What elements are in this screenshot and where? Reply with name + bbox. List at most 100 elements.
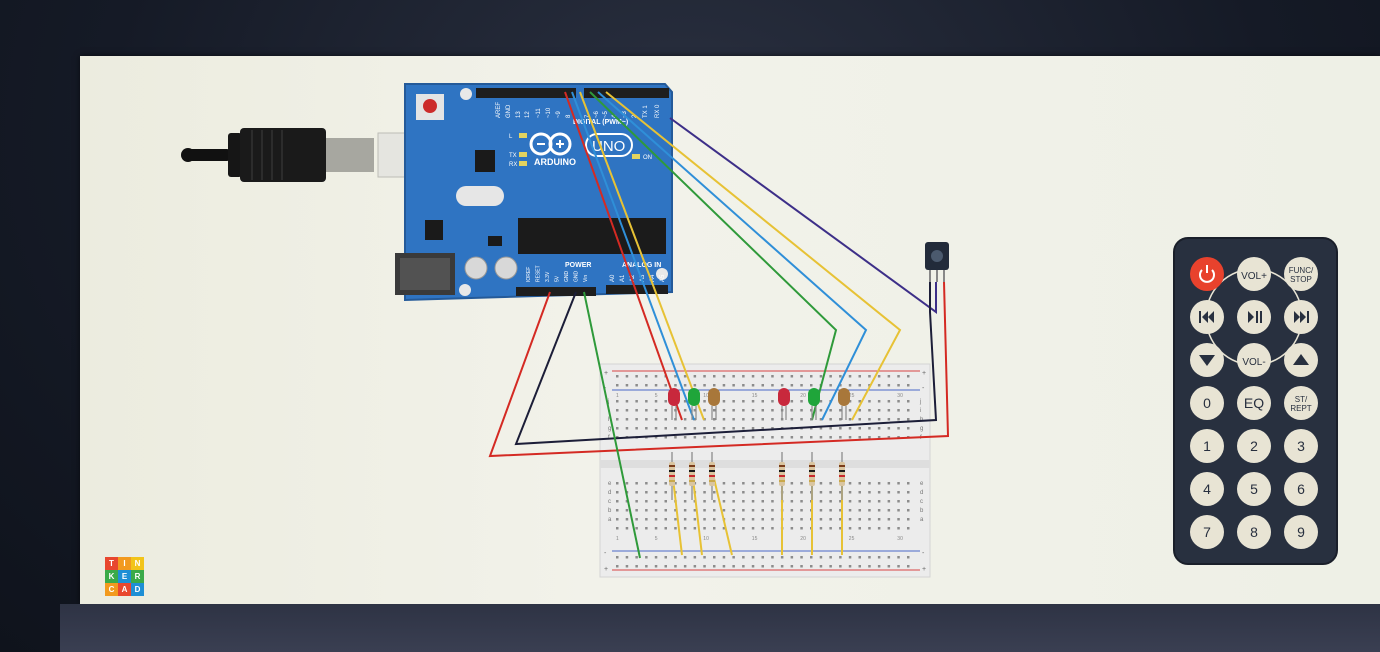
led[interactable] [708,388,720,406]
header-pin-label: RX 0 [655,104,661,118]
header-pin-label: 12 [525,111,531,118]
remote-power-button[interactable] [1190,257,1224,291]
analog-header [606,285,668,294]
power-pin-label: RESET [536,265,542,282]
resistors[interactable] [669,452,845,500]
led[interactable] [808,388,820,406]
remote-button-label: 0 [1203,395,1211,411]
header-pin-label: ~3 [622,110,628,118]
remote-play-pause-button[interactable] [1237,300,1271,334]
led[interactable] [778,388,790,406]
analog-pin-label: A2 [630,274,636,282]
jumper-wire[interactable] [669,117,937,314]
jumper-wire[interactable] [597,91,868,421]
rail-sign: + [604,566,608,573]
column-number: 1 [616,393,619,399]
remote-button[interactable]: 8 [1237,515,1271,549]
remote-button[interactable]: EQ [1237,386,1271,420]
logo-letter: E [118,570,131,583]
remote-fast-forward-button[interactable] [1284,300,1318,334]
remote-button[interactable]: 0 [1190,386,1224,420]
rail-sign: - [604,550,607,557]
ir-receiver[interactable] [925,242,949,282]
play-pause-icon [1248,311,1262,323]
logo-letter: C [105,583,118,596]
power-label: POWER [565,262,591,269]
analog-pin-label: A5 [660,274,666,282]
remote-button-label: VOL- [1242,357,1265,368]
leds[interactable] [668,388,850,420]
led[interactable] [688,388,700,406]
power-pin-label: IOREF [526,267,532,282]
header-pin-label: TX 1 [643,105,649,118]
remote-button-label: 2 [1250,438,1258,454]
arduino-board[interactable]: ARDUINO UNO DIGITAL (PWM~) POWER ANALOG … [395,83,673,302]
remote-button[interactable]: 1 [1190,429,1224,463]
led[interactable] [668,388,680,406]
down-arrow-icon [1199,355,1215,366]
arduino-brand: ARDUINO [534,157,576,167]
analog-pin-label: A3 [640,274,646,282]
row-letter: g [608,426,611,432]
jumper-wire[interactable] [488,281,950,458]
remote-button[interactable]: VOL- [1237,343,1271,377]
remote-button-label: REPT [1290,404,1311,413]
monitor-bezel [60,604,1380,652]
remote-button[interactable]: 2 [1237,429,1271,463]
column-number: 10 [703,536,709,542]
power-pin-label: 3.3V [545,271,551,282]
column-number: 20 [800,536,806,542]
rail-sign: - [922,385,925,392]
remote-button[interactable]: FUNC/STOP [1284,257,1318,291]
remote-button[interactable]: 9 [1284,515,1318,549]
column-number: 15 [752,393,758,399]
remote-button-label: 4 [1203,481,1211,497]
jumper-wire[interactable] [579,91,705,421]
column-number: 30 [897,393,903,399]
remote-down-arrow-button[interactable] [1190,343,1224,377]
fast-forward-icon [1294,311,1309,323]
jumper-wire[interactable] [589,91,838,421]
column-number: 15 [752,536,758,542]
jumper-wire[interactable] [711,469,733,556]
column-number: 1 [616,536,619,542]
jumper-wire[interactable] [514,282,938,446]
remote-button-label: 7 [1203,524,1211,540]
remote-button[interactable]: VOL+ [1237,257,1271,291]
remote-button[interactable]: 7 [1190,515,1224,549]
remote-button[interactable]: ST/REPT [1284,386,1318,420]
logo-letter: T [105,557,118,570]
remote-button[interactable]: 3 [1284,429,1318,463]
analog-pin-label: A0 [610,274,616,282]
header-pin-label: AREF [496,102,502,118]
remote-button-label: 5 [1250,481,1258,497]
jumper-wire[interactable] [564,91,683,421]
led[interactable] [838,388,850,406]
remote-rewind-button[interactable] [1190,300,1224,334]
jumper-wire[interactable] [583,291,641,559]
remote-button-label: FUNC/ [1289,266,1314,275]
row-letter: b [920,508,924,514]
rail-sign: - [922,550,925,557]
remote-button[interactable]: 6 [1284,472,1318,506]
header-pin-label: ~11 [536,108,542,118]
analog-pin-label: A4 [650,274,656,282]
analog-label: ANALOG IN [622,262,661,269]
jumper-wire[interactable] [571,91,695,421]
remote-button[interactable]: 5 [1237,472,1271,506]
row-letter: c [608,499,611,505]
remote-button[interactable]: 4 [1190,472,1224,506]
row-letter: h [608,417,611,423]
jumper-wire[interactable] [605,91,902,421]
digital-header-1 [476,88,576,98]
logo-letter: R [131,570,144,583]
row-letter: i [920,408,921,414]
remote-button-label: 1 [1203,438,1211,454]
header-pin-label: 8 [566,114,572,118]
remote-up-arrow-button[interactable] [1284,343,1318,377]
rail-sign: - [604,385,607,392]
column-number: 20 [800,393,806,399]
